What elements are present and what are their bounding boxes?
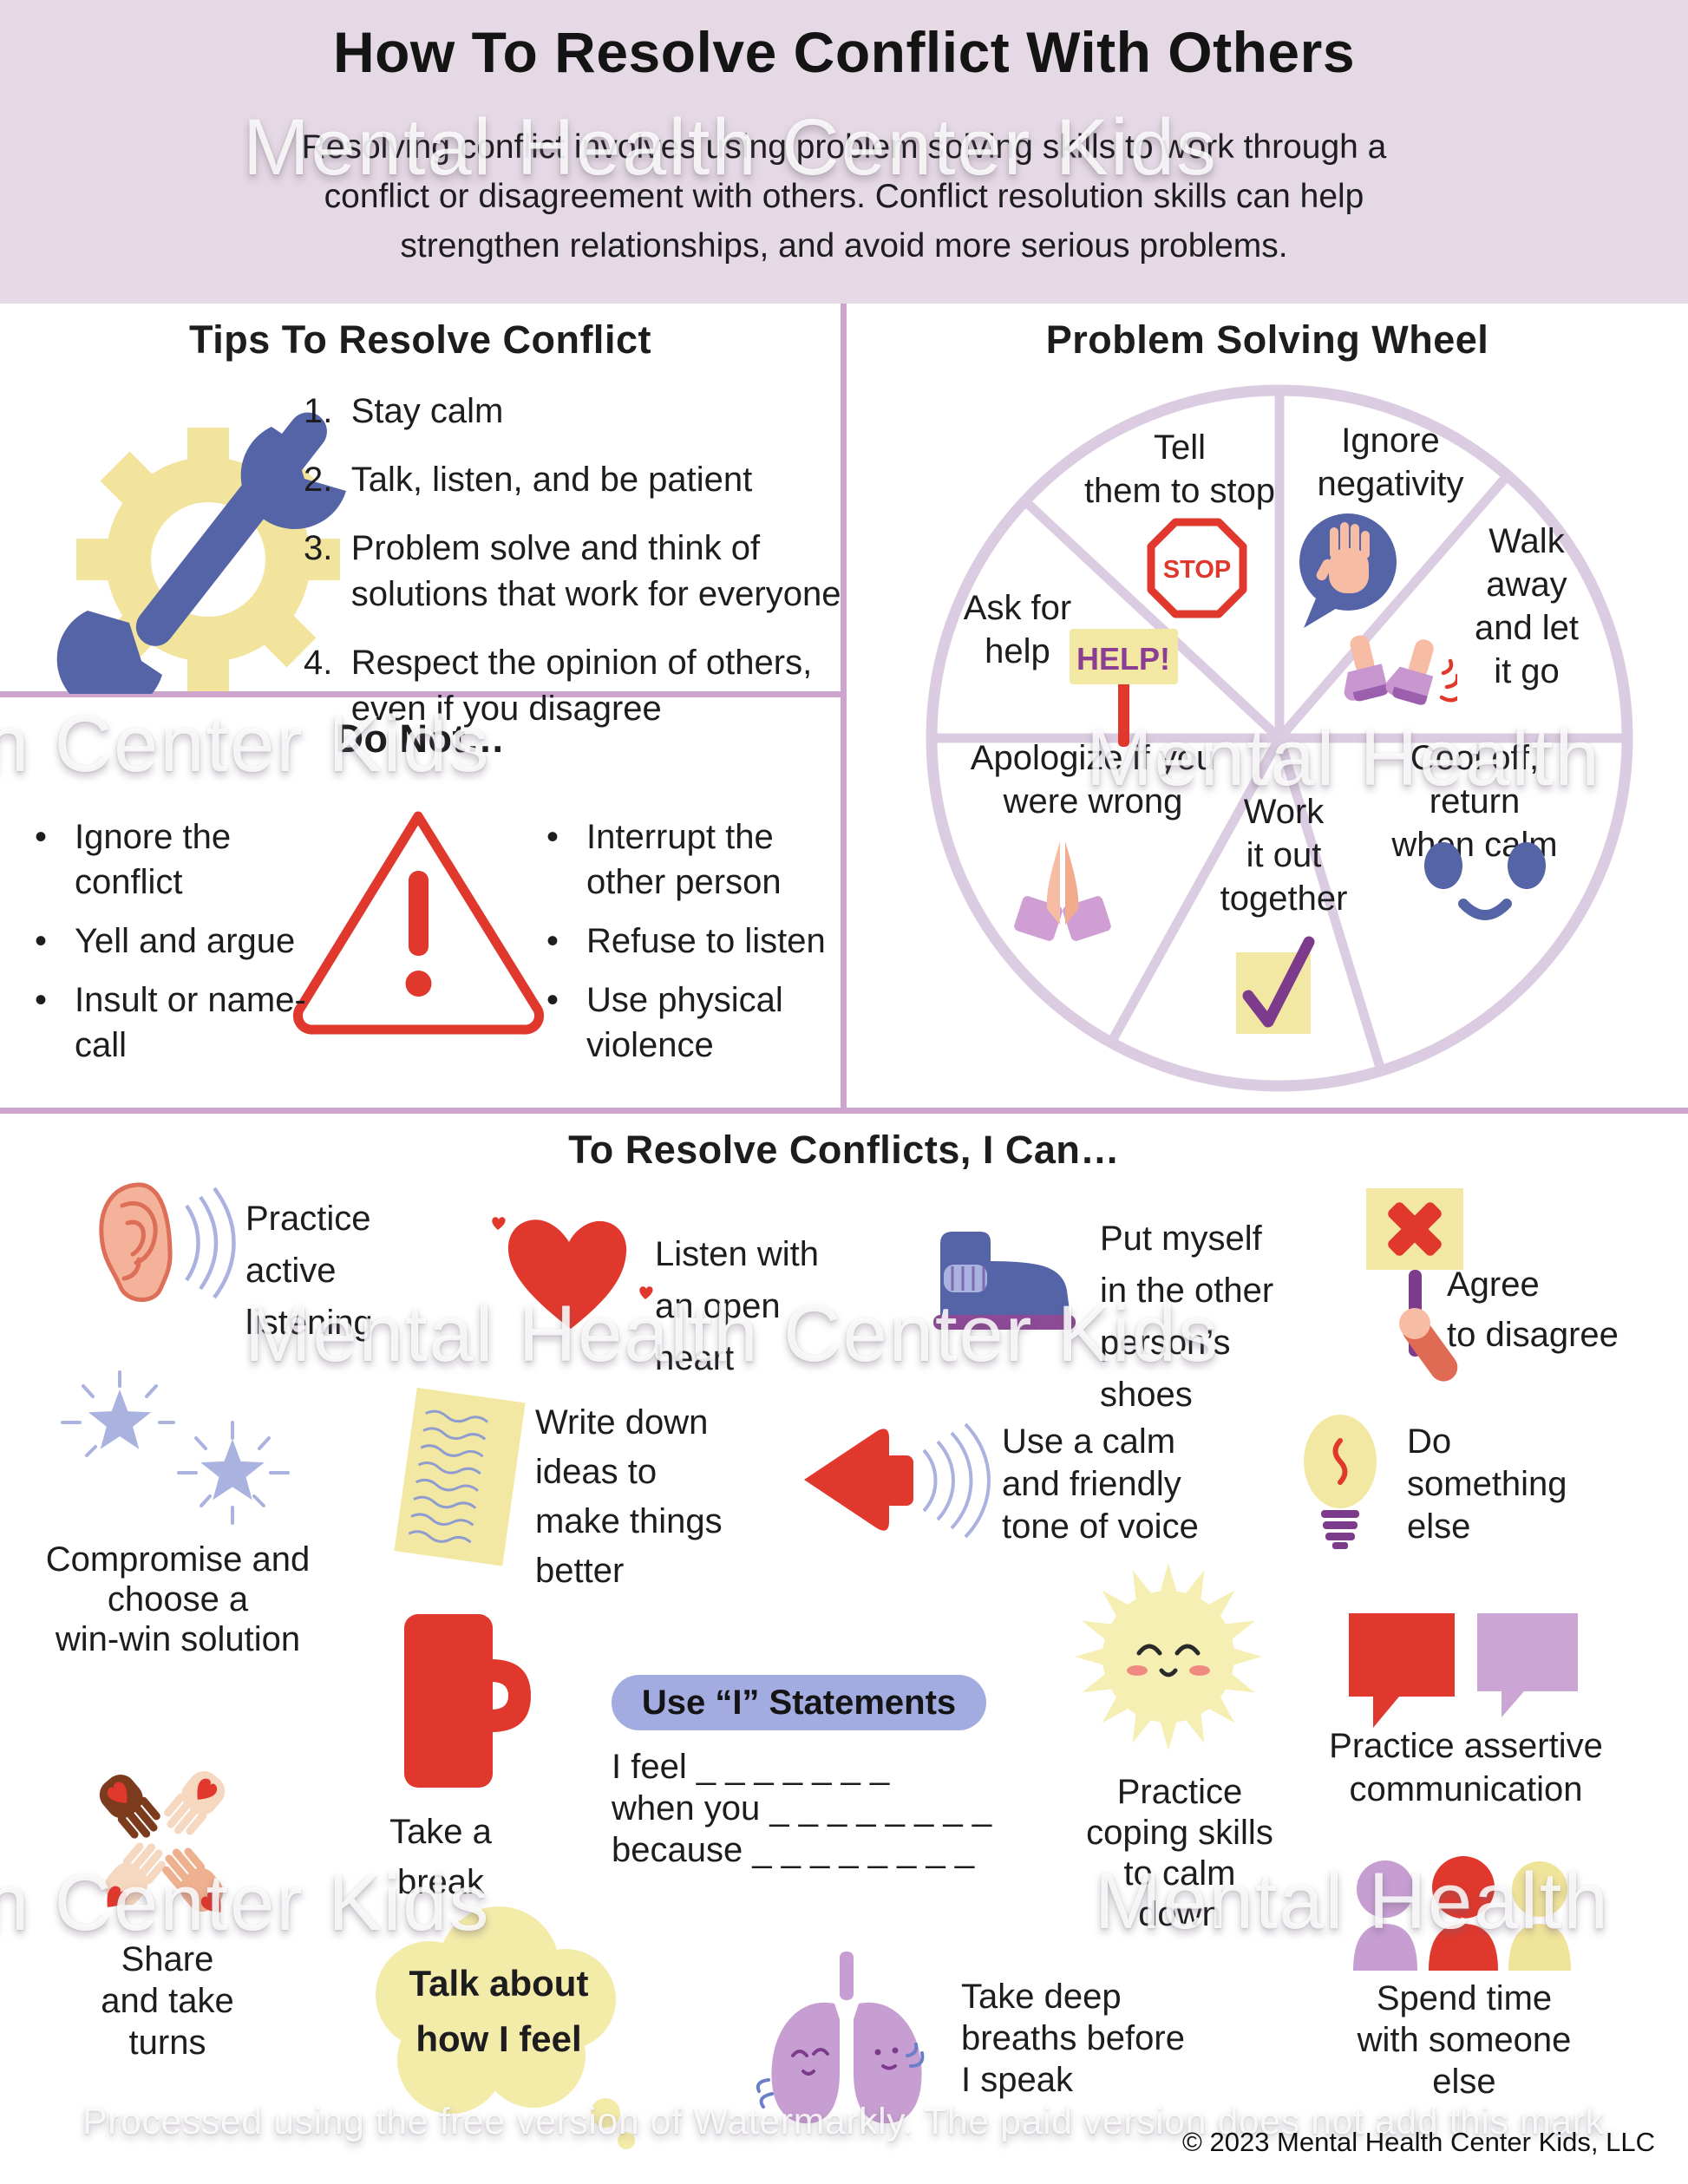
wheel-segment-label: Walk away and let it go	[1474, 522, 1580, 690]
megaphone-icon	[804, 1422, 991, 1539]
tip-number: 4.	[304, 644, 333, 682]
do-not-left-list: • Ignore the conflict • Yell and argue •…	[35, 814, 347, 1082]
resolve-item-label: Use a calm and friendly tone of voice	[1002, 1422, 1199, 1546]
resolve-item-label: Write down ideas to make things better	[535, 1403, 723, 1590]
do-not-item: • Refuse to listen	[546, 919, 833, 964]
tip-text: Problem solve and think of solutions tha…	[350, 529, 841, 613]
resolve-item-label: Take deep breaths before I speak	[961, 1978, 1185, 2099]
resolve-title: To Resolve Conflicts, I Can…	[568, 1128, 1120, 1172]
wheel-segment-label: Ask for help	[963, 589, 1072, 670]
vertical-divider	[841, 304, 847, 1110]
smiley-face-icon	[1424, 842, 1546, 920]
bullet-icon: •	[546, 818, 559, 856]
hand-stop-icon	[1299, 513, 1397, 628]
wheel-segment-label: Ignore negativity	[1317, 422, 1464, 503]
wheel-segment-label: Apologize if you were wrong	[970, 739, 1216, 821]
tip-text: Talk, listen, and be patient	[350, 461, 753, 499]
do-not-item: • Ignore the conflict	[35, 814, 347, 905]
do-not-item: • Yell and argue	[35, 919, 347, 964]
tip-item: 4. Respect the opinion of others, even i…	[304, 640, 859, 732]
i-statements-pill: Use “I” Statements	[612, 1675, 986, 1730]
resolve-item-label: Spend time with someone else	[1357, 1979, 1572, 2101]
gear-wrench-icon	[56, 412, 346, 694]
resolve-item-label: Put myself in the other person’s shoes	[1100, 1220, 1274, 1414]
resolve-item-label: Practice coping skills to calm down	[1086, 1773, 1273, 1933]
resolve-item-label: Take a break	[389, 1813, 492, 1901]
wheel-title: Problem Solving Wheel	[1045, 317, 1489, 362]
stars-icon	[61, 1370, 290, 1525]
wheel-section: Problem Solving Wheel	[847, 304, 1688, 1110]
do-not-title: Do Not…	[335, 716, 506, 761]
wheel-segment-label: Tell them to stop	[1083, 428, 1276, 510]
tip-item: 3. Problem solve and think of solutions …	[304, 526, 859, 618]
horizontal-divider-left	[0, 691, 841, 697]
tip-text: Stay calm	[350, 392, 504, 430]
copyright-text: © 2023 Mental Health Center Kids, LLC	[1182, 2127, 1655, 2157]
warning-triangle-icon	[292, 811, 545, 1035]
speech-bubbles-icon	[1349, 1613, 1578, 1728]
bullet-icon: •	[35, 981, 48, 1019]
help-text: HELP!	[1076, 641, 1170, 677]
do-not-section: Do Not… • Ignore the conflict • Yell and…	[0, 697, 841, 1108]
header-description-line: strengthen relationships, and avoid more…	[400, 227, 1288, 265]
header: How To Resolve Conflict With Others Reso…	[0, 0, 1688, 304]
resolve-item-label: Practice active listening	[245, 1200, 373, 1342]
bullet-icon: •	[546, 981, 559, 1019]
people-icon	[1353, 1856, 1571, 1971]
praying-hands-icon	[1014, 841, 1111, 941]
do-not-right-list: • Interrupt the other person • Refuse to…	[546, 814, 833, 1082]
resolve-item-label: Do something else	[1407, 1422, 1567, 1546]
tip-text: Respect the opinion of others, even if y…	[350, 644, 813, 728]
do-not-item: • Interrupt the other person	[546, 814, 833, 905]
checkmark-icon	[1236, 936, 1315, 1034]
header-description-line: Resolving conflict involves using proble…	[301, 128, 1387, 166]
stop-text: STOP	[1163, 556, 1231, 584]
ear-icon	[99, 1182, 236, 1302]
do-not-item: • Use physical violence	[546, 978, 833, 1068]
i-statements-pill-label: Use “I” Statements	[641, 1683, 957, 1722]
tips-title: Tips To Resolve Conflict	[189, 317, 651, 362]
stop-sign-icon: STOP	[1147, 518, 1247, 618]
sun-icon	[1075, 1563, 1262, 1750]
lungs-icon	[756, 1952, 925, 2124]
resolve-item-label: Practice assertive communication	[1329, 1727, 1603, 1808]
tip-number: 2.	[304, 461, 333, 499]
note-icon	[394, 1387, 526, 1566]
resolve-item-label: Compromise and choose a win-win solution	[45, 1540, 311, 1658]
sharing-hands-icon	[99, 1771, 226, 1913]
x-sign-icon	[1366, 1188, 1463, 1382]
lightbulb-icon	[1304, 1415, 1377, 1549]
i-statement-line: because _ _ _ _ _ _ _ _	[612, 1831, 975, 1869]
tips-list: 1. Stay calm 2. Talk, listen, and be pat…	[304, 389, 859, 755]
resolve-item-label: Listen with an open heart	[655, 1235, 819, 1377]
wheel-segment-label: Work it out together	[1220, 793, 1348, 918]
tip-item: 2. Talk, listen, and be patient	[304, 457, 859, 503]
bullet-icon: •	[546, 922, 559, 960]
problem-solving-wheel: Tell them to stop Ignore negativity Walk…	[915, 374, 1644, 1102]
walking-feet-icon	[1344, 635, 1457, 705]
boot-icon	[933, 1232, 1076, 1330]
thought-bubble-icon	[376, 1906, 635, 2149]
i-statement-line: when you _ _ _ _ _ _ _ _	[612, 1789, 992, 1828]
i-statement-line: I feel _ _ _ _ _ _ _	[612, 1748, 890, 1786]
tip-number: 1.	[304, 392, 333, 430]
resolve-item-label: Talk about how I feel	[409, 1963, 589, 2059]
bullet-icon: •	[35, 818, 48, 856]
tip-item: 1. Stay calm	[304, 389, 859, 435]
help-sign-icon: HELP!	[1070, 629, 1178, 747]
tip-number: 3.	[304, 529, 333, 567]
heart-icon	[492, 1217, 653, 1329]
do-not-item: • Insult or name-call	[35, 978, 347, 1068]
bullet-icon: •	[35, 922, 48, 960]
horizontal-divider-full	[0, 1108, 1688, 1114]
resolve-item-label: Share and take turns	[101, 1940, 234, 2062]
tips-section: Tips To Resolve Conflict 1.	[0, 304, 841, 728]
resolve-item-label: Agree to disagree	[1447, 1265, 1619, 1354]
page-title: How To Resolve Conflict With Others	[332, 20, 1356, 84]
mug-icon	[404, 1614, 531, 1788]
header-description-line: conflict or disagreement with others. Co…	[324, 178, 1364, 215]
